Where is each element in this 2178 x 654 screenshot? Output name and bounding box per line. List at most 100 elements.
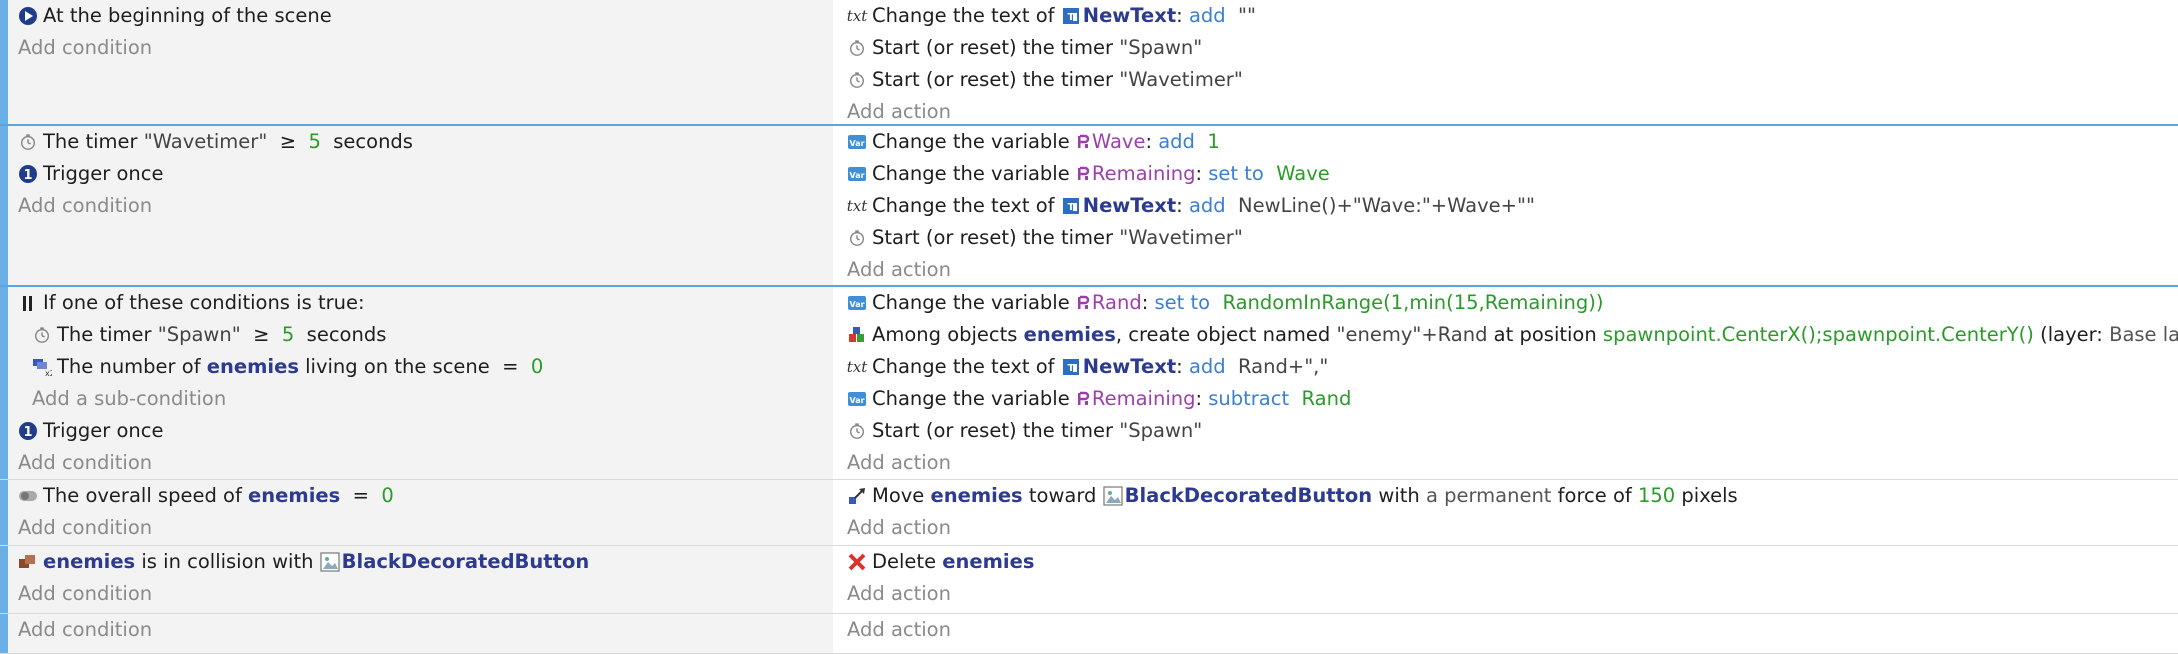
condition[interactable]: 1 Trigger once — [18, 158, 833, 190]
sentence-part: seconds — [294, 323, 387, 346]
add-sub-condition[interactable]: Add a sub-condition — [18, 383, 833, 415]
variable-name[interactable]: Wave — [1091, 130, 1146, 153]
add-action-button[interactable]: Add action — [847, 582, 951, 605]
sentence-part: : — [1176, 355, 1189, 378]
add-action-button[interactable]: Add action — [847, 451, 951, 474]
add-action-button[interactable]: Add action — [847, 100, 951, 123]
object-name[interactable]: enemies — [43, 550, 136, 573]
add-condition-button[interactable]: Add condition — [18, 194, 153, 217]
object-name[interactable]: enemies — [206, 355, 299, 378]
action[interactable]: Start (or reset) the timer "Wavetimer" — [847, 64, 2178, 96]
sentence-part: pixels — [1675, 484, 1738, 507]
speed-icon — [18, 486, 38, 506]
variable-name[interactable]: Remaining — [1091, 387, 1196, 410]
conditions-column: If one of these conditions is true:The t… — [8, 287, 839, 479]
create-object-icon — [847, 325, 867, 345]
add-condition-button[interactable]: Add condition — [18, 582, 153, 605]
sentence-part: Change the text of — [872, 194, 1061, 217]
variable-symbol-icon — [1076, 293, 1090, 313]
svg-text:Var: Var — [849, 171, 864, 180]
condition[interactable]: The overall speed of enemies = 0 — [18, 480, 833, 512]
add-action-button[interactable]: Add action — [847, 618, 951, 641]
object-name[interactable]: NewText — [1082, 194, 1177, 217]
sentence-part: : — [1141, 291, 1155, 314]
sentence-part: ≥ — [240, 323, 282, 346]
event-row[interactable]: enemies is in collision with BlackDecora… — [0, 546, 2178, 614]
sentence-part: spawnpoint.CenterX();spawnpoint.CenterY(… — [1602, 323, 2034, 346]
action[interactable]: Start (or reset) the timer "Spawn" — [847, 415, 2178, 447]
event-row[interactable]: The timer "Wavetimer" ≥ 5 seconds 1 Trigge… — [0, 126, 2178, 287]
object-name[interactable]: BlackDecoratedButton — [1124, 484, 1373, 507]
event-row[interactable]: Add condition Add action — [0, 614, 2178, 654]
object-name[interactable]: enemies — [942, 550, 1035, 573]
sentence-part: : — [1195, 162, 1209, 185]
object-name[interactable]: enemies — [248, 484, 341, 507]
sentence-part: : — [1176, 194, 1189, 217]
text-object-icon: T — [1061, 196, 1081, 216]
action[interactable]: Delete enemies — [847, 546, 2178, 578]
svg-text:T: T — [1067, 202, 1074, 213]
timer-icon — [847, 228, 867, 248]
condition[interactable]: x2The number of enemies living on the sc… — [18, 351, 833, 383]
condition[interactable]: enemies is in collision with BlackDecora… — [18, 546, 833, 578]
add-action-button[interactable]: Add action — [847, 516, 951, 539]
sentence-part: Wave — [1263, 162, 1330, 185]
event-drag-handle[interactable] — [0, 287, 8, 479]
variable-symbol-icon — [1076, 389, 1090, 409]
object-name[interactable]: BlackDecoratedButton — [341, 550, 590, 573]
object-name[interactable]: enemies — [930, 484, 1023, 507]
sentence-part: Start (or reset) the timer — [872, 36, 1120, 59]
add-condition-button[interactable]: Add condition — [18, 451, 153, 474]
action[interactable]: Start (or reset) the timer "Wavetimer" — [847, 222, 2178, 254]
event-row[interactable]: The overall speed of enemies = 0 Add cond… — [0, 480, 2178, 546]
trigger-once-icon: 1 — [18, 421, 38, 441]
sentence-part: toward — [1022, 484, 1103, 507]
condition[interactable]: If one of these conditions is true: — [18, 287, 833, 319]
text-icon: txt — [846, 7, 868, 25]
action[interactable]: Start (or reset) the timer "Spawn" — [847, 32, 2178, 64]
action[interactable]: Move enemies toward BlackDecoratedButton… — [847, 480, 2178, 512]
condition[interactable]: The timer "Wavetimer" ≥ 5 seconds — [18, 126, 833, 158]
event-drag-handle[interactable] — [0, 480, 8, 545]
event-drag-handle[interactable] — [0, 126, 8, 285]
add-condition-button[interactable]: Add condition — [18, 36, 153, 59]
object-image-icon — [320, 552, 340, 572]
svg-text:1: 1 — [23, 168, 32, 183]
conditions-column: The overall speed of enemies = 0 Add cond… — [8, 480, 839, 545]
condition[interactable]: At the beginning of the scene — [18, 0, 833, 32]
add-condition-button[interactable]: Add condition — [18, 618, 153, 641]
sentence-part: : — [1195, 387, 1209, 410]
variable-name[interactable]: Rand — [1091, 291, 1142, 314]
svg-text:x2: x2 — [45, 369, 52, 377]
variable-symbol-icon — [1076, 132, 1090, 152]
event-drag-handle[interactable] — [0, 546, 8, 613]
add-action-button[interactable]: Add action — [847, 258, 951, 281]
sentence-part: Change the variable — [872, 162, 1076, 185]
event-drag-handle[interactable] — [0, 0, 8, 124]
object-name[interactable]: NewText — [1082, 4, 1177, 27]
placeholder-label[interactable]: Add a sub-condition — [32, 387, 227, 410]
text-object-icon: T — [1061, 357, 1081, 377]
object-name[interactable]: enemies — [1023, 323, 1116, 346]
sentence-part: Move — [872, 484, 931, 507]
sentence-part: Trigger once — [43, 162, 164, 185]
variable-name[interactable]: Remaining — [1091, 162, 1196, 185]
sentence-part: = — [340, 484, 382, 507]
action[interactable]: Among objects enemies, create object nam… — [847, 319, 2178, 351]
text-icon: txt — [846, 358, 868, 376]
object-name[interactable]: NewText — [1082, 355, 1177, 378]
sentence-part: RandomInRange(1,min(15,Remaining)) — [1210, 291, 1604, 314]
condition[interactable]: The timer "Spawn" ≥ 5 seconds — [18, 319, 833, 351]
add-condition-button[interactable]: Add condition — [18, 516, 153, 539]
event-row[interactable]: If one of these conditions is true:The t… — [0, 287, 2178, 480]
